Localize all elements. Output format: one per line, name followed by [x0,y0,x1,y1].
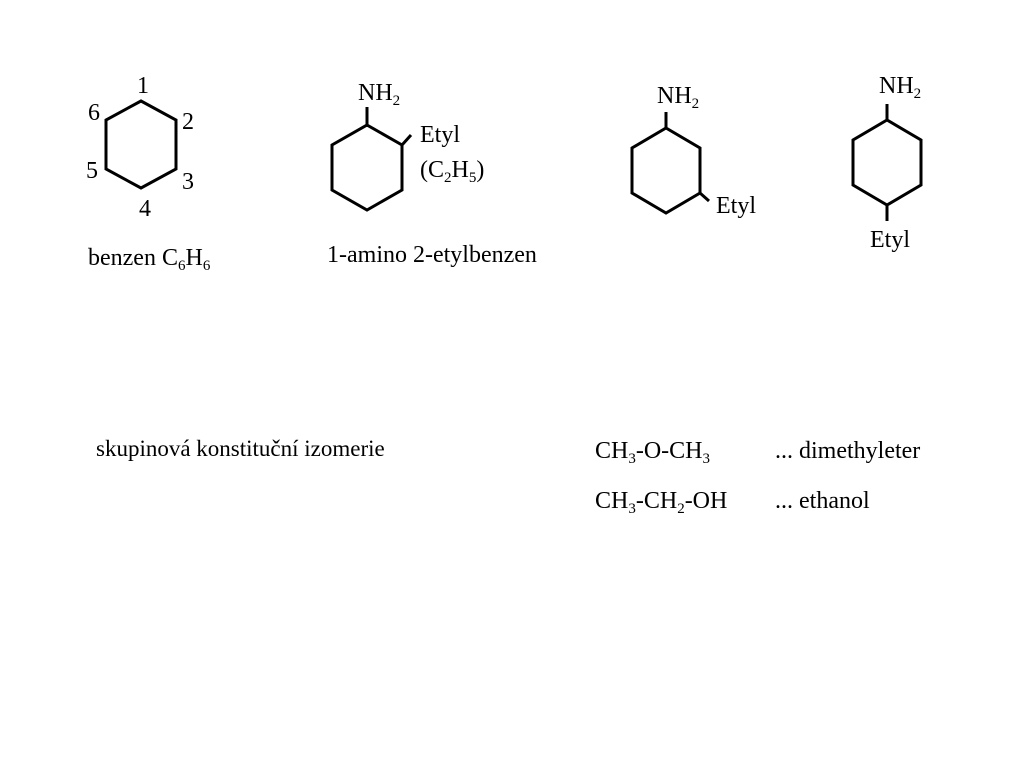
isomer-name-ethanol: ... ethanol [775,488,870,514]
ring-number-6: 6 [88,100,100,126]
isomer-formula-ethanol: CH3-CH2-OH [595,488,728,517]
ring-number-3: 3 [182,169,194,195]
ortho-etyl-label: Etyl [420,122,460,148]
ortho-caption: 1-amino 2-etylbenzen [327,242,537,268]
ortho-formula-label: (C2H5) [420,157,485,186]
ortho-nh2-label: NH2 [358,80,401,109]
isomer-name-dimethyleter: ... dimethyleter [775,438,921,464]
para-nh2-label: NH2 [879,73,922,102]
ring-number-4: 4 [139,196,151,222]
section-heading: skupinová konstituční izomerie [96,436,385,461]
ring-number-2: 2 [182,109,194,135]
isomer-formula-dimethyleter: CH3-O-CH3 [595,438,710,467]
meta-etyl-label: Etyl [716,193,756,219]
meta-nh2-label: NH2 [657,83,700,112]
ring-number-5: 5 [86,158,98,184]
benzene-caption: benzen C6H6 [88,245,211,274]
ring-number-1: 1 [137,73,149,99]
para-etyl-label: Etyl [870,227,910,253]
